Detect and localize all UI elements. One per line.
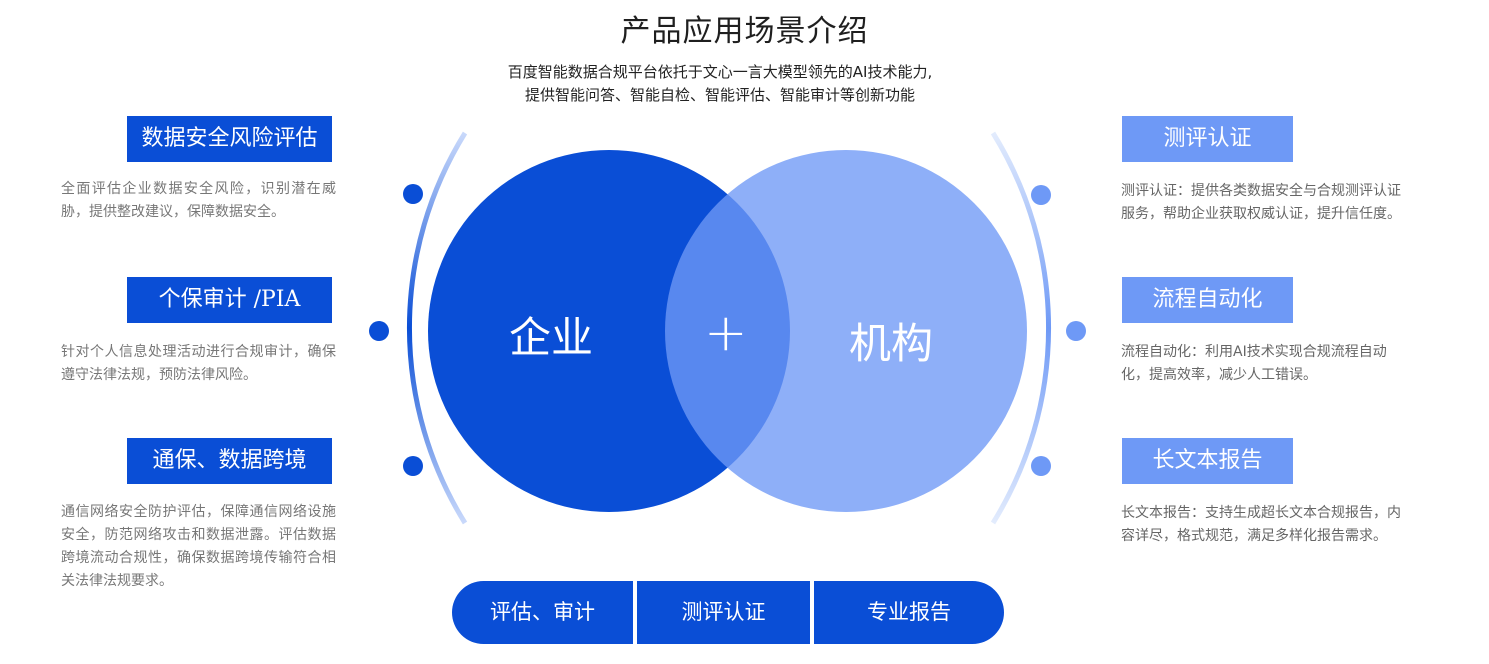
desc-long-report: 长文本报告：支持生成超长文本合规报告，内容详尽，格式规范，满足多样化报告需求。 [1121,505,1401,544]
page-title: 产品应用场景介绍 [620,14,869,49]
right-dot-top [1031,185,1051,205]
tab-certification[interactable]: 测评认证 [637,581,810,644]
right-circle [665,150,1027,512]
label-long-report: 长文本报告 [1122,438,1293,484]
desc-certification: 测评认证：提供各类数据安全与合规测评认证服务，帮助企业获取权威认证，提升信任度。 [1121,183,1401,222]
desc-cross-border: 通信网络安全防护评估，保障通信网络设施安全，防范网络攻击和数据泄露。评估数据跨境… [61,504,336,589]
plus-icon: + [704,303,748,363]
tab-assessment-audit[interactable]: 评估、审计 [452,581,633,644]
left-dot-mid [369,321,389,341]
label-privacy-audit: 个保审计 /PIA [127,277,332,323]
left-dot-top [403,184,423,204]
left-arc [406,131,468,525]
subtitle-line-1: 百度智能数据合规平台依托于文心一言大模型领先的AI技术能力, [507,63,933,81]
subtitle-line-2: 提供智能问答、智能自检、智能评估、智能审计等创新功能 [524,86,915,104]
left-dot-bottom [403,456,423,476]
label-certification: 测评认证 [1122,116,1293,162]
right-dot-mid [1066,321,1086,341]
right-circle-label: 机构 [849,319,934,368]
desc-automation: 流程自动化：利用AI技术实现合规流程自动化，提高效率，减少人工错误。 [1121,344,1387,383]
label-data-security-risk: 数据安全风险评估 [127,116,332,162]
desc-privacy-audit: 针对个人信息处理活动进行合规审计，确保遵守法律法规，预防法律风险。 [61,344,336,383]
label-automation: 流程自动化 [1122,277,1293,323]
bottom-service-bar: 评估、审计 测评认证 专业报告 [452,581,1008,644]
desc-data-security-risk: 全面评估企业数据安全风险，识别潜在威胁，提供整改建议，保障数据安全。 [61,181,336,220]
label-cross-border: 通保、数据跨境 [127,438,332,484]
right-arc [990,131,1052,525]
left-circle-label: 企业 [509,313,594,362]
tab-professional-report[interactable]: 专业报告 [814,581,1004,644]
right-dot-bottom [1031,456,1051,476]
